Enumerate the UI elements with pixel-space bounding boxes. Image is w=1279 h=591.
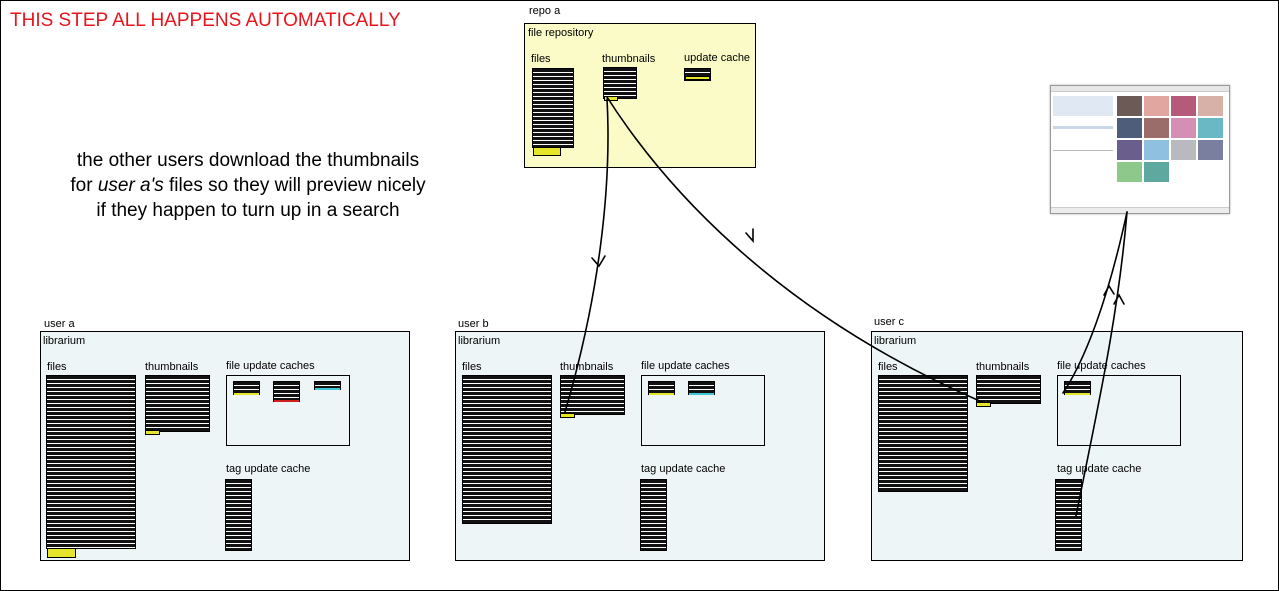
user-c-librarium-label: librarium bbox=[874, 335, 917, 347]
user-b-cache-yellow-bar bbox=[649, 393, 674, 395]
repo-files-new-block bbox=[533, 147, 561, 156]
automatic-step-banner: THIS STEP ALL HAPPENS AUTOMATICALLY bbox=[10, 10, 401, 31]
user-a-tag-update-cache-stack bbox=[225, 479, 252, 551]
repo-thumbnails-new-block bbox=[604, 96, 618, 101]
user-a-cache-yellow-bar bbox=[234, 393, 259, 395]
user-a-thumbnails-label: thumbnails bbox=[145, 361, 199, 373]
caption-line-1: the other users download the thumbnails bbox=[76, 150, 420, 171]
user-b-file-update-caches-box bbox=[641, 375, 765, 446]
user-a-files-label: files bbox=[47, 361, 67, 373]
screenshot-thumbnail-grid bbox=[1117, 96, 1225, 182]
repo-thumbnails-stack bbox=[603, 67, 637, 99]
user-a-file-update-caches-label: file update caches bbox=[226, 360, 315, 372]
user-b-files-stack bbox=[462, 375, 552, 524]
user-a-cache-cyan-bar bbox=[315, 388, 340, 390]
repo-label: repo a bbox=[529, 5, 561, 17]
user-b-tag-update-cache-stack bbox=[640, 479, 667, 551]
user-c-files-label: files bbox=[878, 361, 898, 373]
repo-thumbnails-label: thumbnails bbox=[602, 53, 656, 65]
repo-inner-label: file repository bbox=[528, 27, 594, 39]
user-c-cache-yellow-bar bbox=[1065, 393, 1090, 395]
user-a-cache-red bbox=[273, 381, 300, 402]
client-screenshot-image bbox=[1050, 85, 1230, 214]
user-b-librarium-label: librarium bbox=[458, 335, 501, 347]
user-c-thumbnails-new-block bbox=[976, 402, 991, 407]
user-c-files-stack bbox=[878, 375, 968, 492]
user-a-label: user a bbox=[44, 318, 75, 330]
user-c-file-update-caches-box bbox=[1057, 375, 1181, 446]
caption-line-2: for user a's files so they will preview … bbox=[70, 175, 426, 196]
user-b-file-update-caches-label: file update caches bbox=[641, 360, 730, 372]
user-a-cache-red-bar bbox=[274, 400, 299, 402]
file-repository-box: file repository files thumbnails update … bbox=[524, 23, 756, 168]
caption-user-emphasis: user a's bbox=[97, 175, 164, 196]
user-a-file-update-caches-box bbox=[226, 375, 350, 446]
repo-update-cache-new-block bbox=[685, 76, 710, 80]
repo-update-cache-label: update cache bbox=[684, 52, 751, 64]
user-a-librarium-label: librarium bbox=[43, 335, 86, 347]
user-a-thumbnails-stack bbox=[145, 375, 210, 432]
repo-files-stack bbox=[532, 68, 574, 148]
user-a-thumbnails-new-block bbox=[145, 430, 160, 435]
user-a-librarium: librarium files thumbnails file update c… bbox=[40, 331, 410, 561]
screenshot-search-panel bbox=[1053, 96, 1113, 116]
caption-line-3: if they happen to turn up in a search bbox=[96, 200, 400, 221]
user-c-librarium: librarium files thumbnails file update c… bbox=[871, 331, 1243, 561]
user-c-thumbnails-stack bbox=[976, 375, 1041, 404]
user-a-tag-update-cache-label: tag update cache bbox=[226, 463, 311, 475]
screenshot-tag-panel bbox=[1053, 126, 1113, 129]
user-b-tag-update-cache-label: tag update cache bbox=[641, 463, 726, 475]
repo-files-label: files bbox=[531, 53, 551, 65]
screenshot-titlebar bbox=[1051, 86, 1229, 92]
user-c-label: user c bbox=[874, 316, 904, 328]
user-c-tag-update-cache-stack bbox=[1055, 479, 1082, 551]
user-b-files-label: files bbox=[462, 361, 482, 373]
screenshot-statusbar bbox=[1051, 207, 1229, 213]
explanation-caption: the other users download the thumbnails … bbox=[30, 148, 466, 223]
user-c-tag-update-cache-label: tag update cache bbox=[1057, 463, 1142, 475]
user-b-label: user b bbox=[458, 318, 489, 330]
user-c-file-update-caches-label: file update caches bbox=[1057, 360, 1146, 372]
user-a-files-new-block bbox=[47, 548, 76, 558]
user-b-thumbnails-new-block bbox=[560, 413, 575, 418]
user-b-thumbnails-stack bbox=[560, 375, 625, 415]
user-b-librarium: librarium files thumbnails file update c… bbox=[455, 331, 825, 561]
user-b-cache-cyan-bar bbox=[689, 393, 714, 395]
user-b-thumbnails-label: thumbnails bbox=[560, 361, 614, 373]
screenshot-lower-panel bbox=[1053, 150, 1113, 209]
user-c-thumbnails-label: thumbnails bbox=[976, 361, 1030, 373]
user-a-files-stack bbox=[46, 375, 136, 549]
